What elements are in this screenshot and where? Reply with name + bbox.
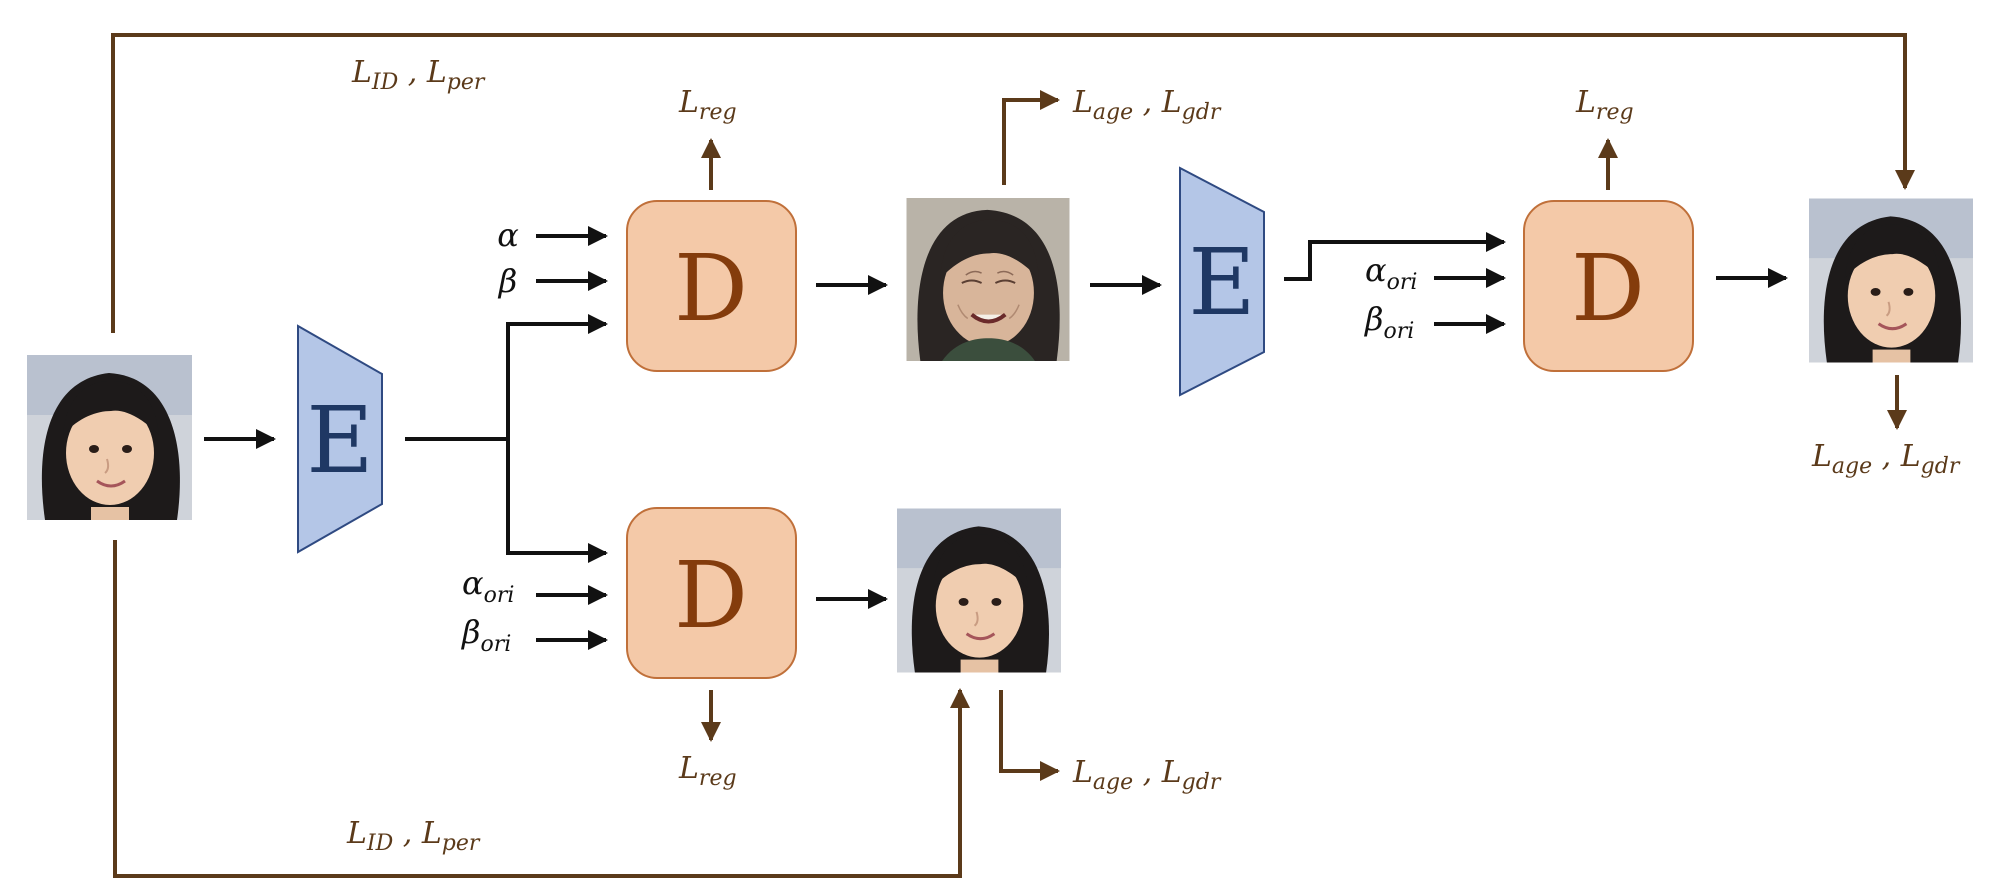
alpha-label: α — [497, 216, 519, 254]
age-gender-loss-top: Lage , Lgdr — [1072, 85, 1222, 125]
age-gdr-arrow-top — [1002, 90, 1060, 185]
output-face-cycle — [1809, 198, 1973, 363]
decoder-label: D — [674, 542, 748, 649]
decoder-label: D — [674, 235, 748, 342]
alpha-ori-label: αori — [462, 564, 514, 608]
identity-loss-top-line — [111, 33, 1915, 333]
encoder-block-1: E — [297, 324, 383, 554]
identity-loss-bottom-line — [113, 540, 970, 878]
reg-loss-right: Lreg — [1575, 85, 1634, 125]
encoder-label: E — [1188, 229, 1255, 336]
decoder-label: D — [1571, 235, 1645, 342]
beta-label: β — [498, 262, 518, 300]
beta-ori-label: βori — [461, 613, 511, 657]
output-face-elderly — [906, 198, 1070, 361]
reg-loss-bottom: Lreg — [678, 751, 737, 791]
encoder-label: E — [306, 387, 373, 494]
arrow-encoder2-to-decoder-right — [1284, 232, 1506, 281]
arrow-to-decoder-bottom — [506, 439, 608, 563]
alpha-ori-label-right: αori — [1365, 251, 1417, 295]
output-face-reconstructed — [897, 508, 1061, 673]
identity-perceptual-loss-top: LID , Lper — [351, 55, 486, 95]
decoder-block-bottom: D — [626, 507, 797, 679]
arrow-to-decoder-top — [506, 314, 608, 439]
age-gender-loss-bottom: Lage , Lgdr — [1072, 755, 1222, 795]
decoder-block-right: D — [1523, 200, 1694, 372]
reg-loss-top: Lreg — [678, 85, 737, 125]
identity-perceptual-loss-bottom: LID , Lper — [346, 816, 481, 856]
beta-ori-label-right: βori — [1364, 300, 1414, 344]
encoder-block-2: E — [1179, 166, 1265, 397]
age-gender-loss-right: Lage , Lgdr — [1811, 439, 1961, 479]
age-gdr-arrow-bottom — [999, 690, 1060, 781]
input-face-child — [27, 355, 192, 520]
decoder-block-top: D — [626, 200, 797, 372]
